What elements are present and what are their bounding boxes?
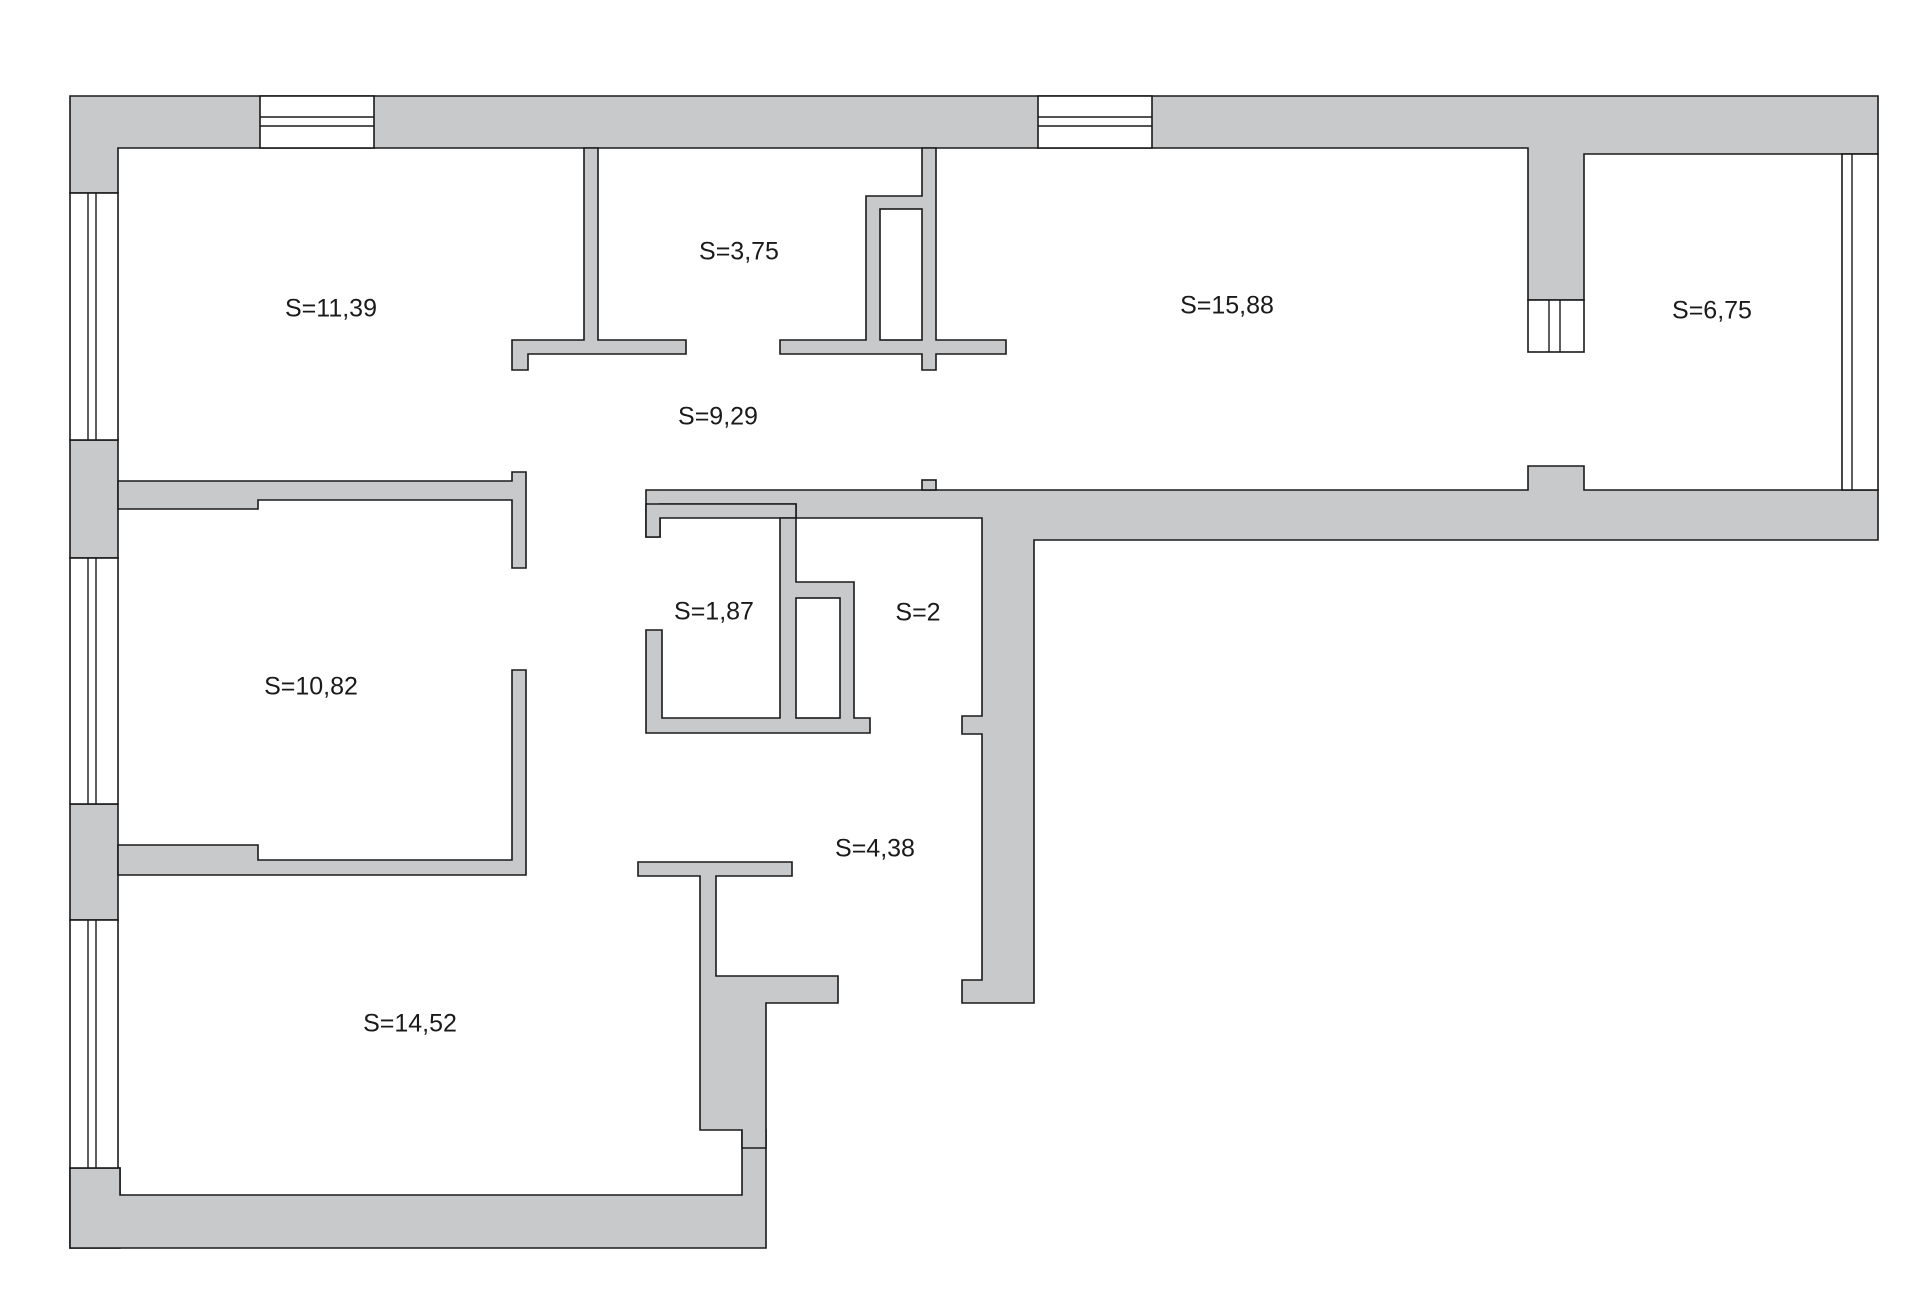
room-label-2: S=3,75 [699, 238, 779, 266]
room-label-5: S=9,29 [678, 403, 758, 431]
balcony-door [1527, 299, 1585, 353]
interior-wall-h1 [117, 471, 527, 569]
interior-wall-t3 [637, 861, 839, 1149]
exterior-wall-left-pier-2 [69, 803, 119, 921]
room-label-4: S=6,75 [1672, 297, 1752, 325]
exterior-wall-left-pier-1 [69, 439, 119, 559]
interior-wall-h2 [117, 669, 527, 876]
exterior-wall-right-long [645, 465, 1879, 1004]
interior-wall-t1 [511, 147, 687, 371]
interior-wall-bath [645, 503, 797, 538]
bath-shaft-opening [795, 597, 841, 719]
wall-notch [921, 479, 937, 491]
shaft-opening [879, 208, 923, 341]
window-top-center [1037, 95, 1153, 149]
room-label-6: S=1,87 [674, 598, 754, 626]
balcony-glazing [1841, 153, 1879, 491]
room-label-7: S=2 [895, 599, 940, 627]
exterior-wall-bottom [69, 1129, 767, 1249]
room-label-9: S=4,38 [835, 835, 915, 863]
window-left-1 [69, 192, 119, 441]
window-top-left [259, 95, 375, 149]
room-label-3: S=15,88 [1180, 292, 1274, 320]
window-left-2 [69, 557, 119, 805]
room-label-10: S=14,52 [363, 1010, 457, 1038]
window-left-3 [69, 919, 119, 1169]
room-label-8: S=10,82 [264, 673, 358, 701]
room-label-1: S=11,39 [285, 295, 377, 323]
